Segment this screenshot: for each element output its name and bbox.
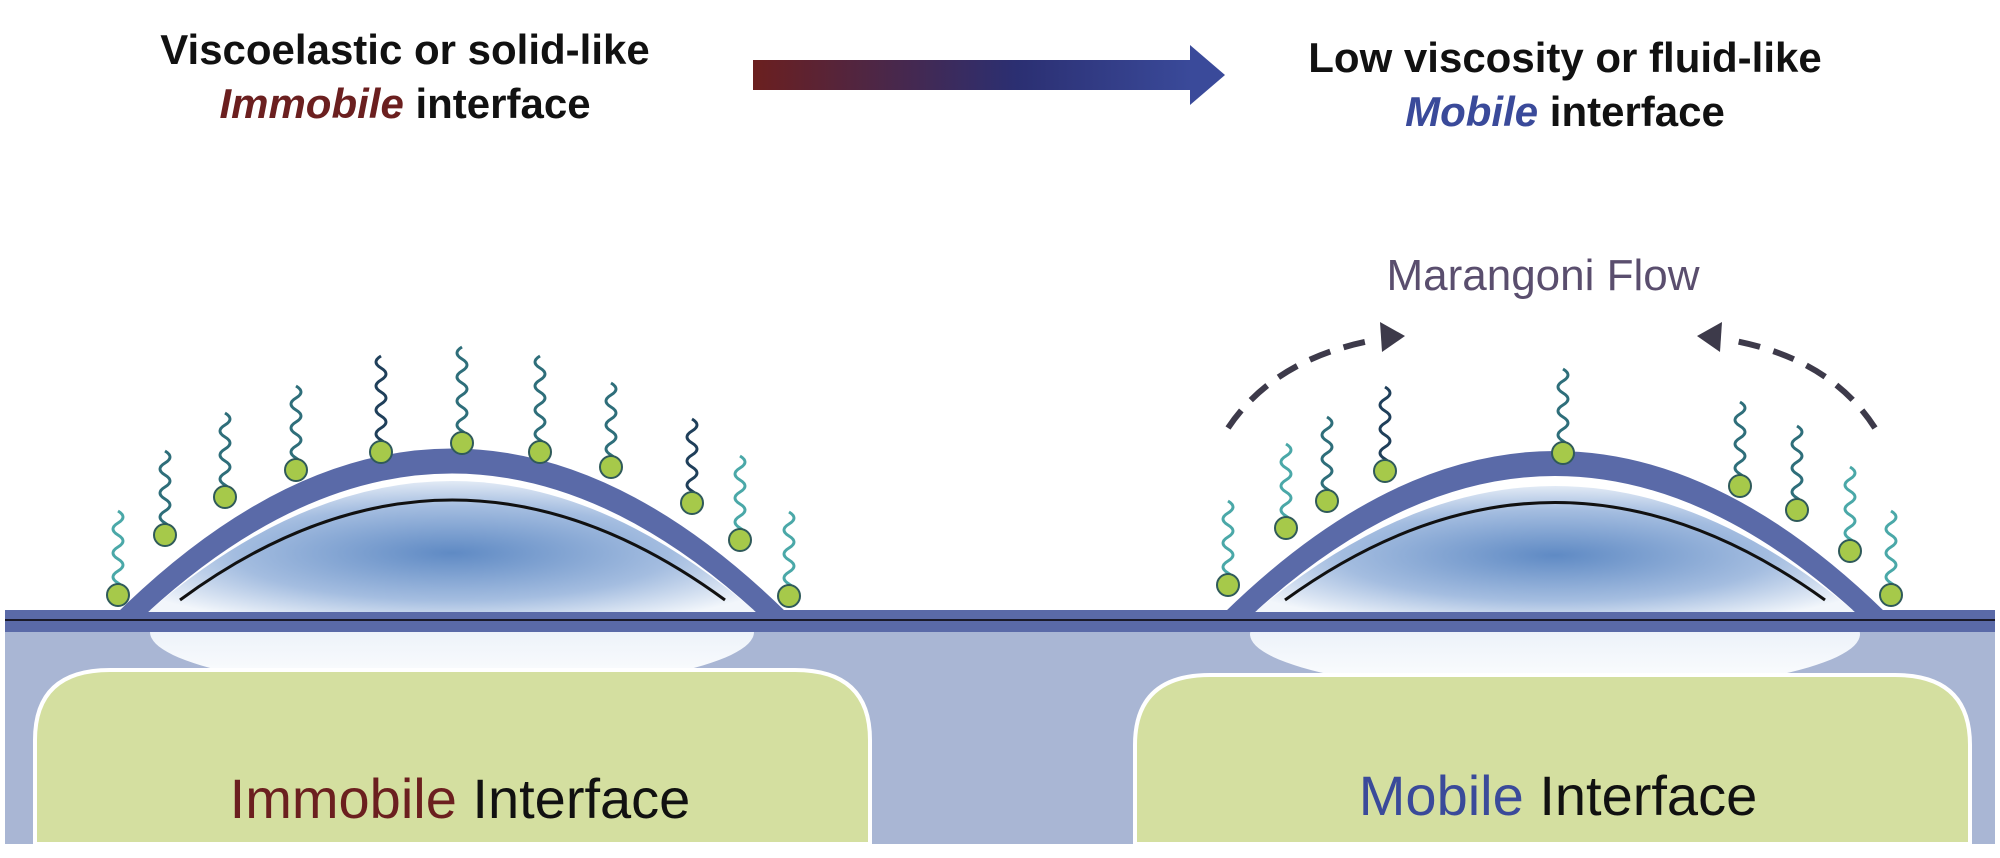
panel-right: [1133, 673, 1972, 846]
dashed-arrow-icon: [1697, 322, 1878, 430]
panel-right-rest: Interface: [1539, 764, 1757, 827]
header-right-line2: Mobile interface: [1405, 88, 1725, 135]
marangoni-flow-label: Marangoni Flow: [1386, 251, 1699, 300]
dashed-arrow-icon: [1225, 322, 1405, 430]
surfactant-icon: [1274, 442, 1298, 540]
surfactants-right: [1216, 367, 1903, 607]
surfactant-icon: [153, 449, 177, 547]
arch-inner-line-left: [179, 498, 726, 602]
surfactants-left: [106, 345, 801, 608]
surfactant-icon: [369, 354, 393, 464]
surfactant-icon: [728, 454, 752, 552]
surfactant-icon: [777, 510, 801, 608]
header-left-emph: Immobile: [219, 80, 403, 127]
surfactant-icon: [680, 417, 704, 515]
surfactant-icon: [1785, 424, 1809, 522]
panel-left-emph: Immobile: [230, 767, 457, 830]
arch-film-left: [118, 448, 786, 612]
gradient-arrow-icon: [753, 45, 1225, 105]
header-right-emph: Mobile: [1405, 88, 1538, 135]
surfactant-icon: [1315, 415, 1339, 513]
surfactant-icon: [1879, 509, 1903, 607]
arch-inner-line-right: [1284, 501, 1826, 602]
surfactant-icon: [1838, 465, 1862, 563]
panel-right-emph: Mobile: [1359, 764, 1524, 827]
panel-right-label: Mobile Interface: [1359, 764, 1757, 827]
panel-left: [33, 668, 872, 846]
surfactant-icon: [106, 509, 130, 607]
surfactant-icon: [450, 345, 474, 455]
surfactant-icon: [1728, 400, 1752, 498]
header-right-rest: interface: [1550, 88, 1725, 135]
drop-cap-left: [148, 481, 756, 612]
surfactant-icon: [284, 384, 308, 482]
surfactant-icon: [599, 381, 623, 479]
arch-film-right: [1225, 451, 1885, 612]
panel-left-label: Immobile Interface: [230, 767, 691, 830]
surfactant-icon: [1551, 367, 1575, 465]
header-left-line1: Viscoelastic or solid-like: [160, 26, 649, 73]
surfactant-icon: [213, 411, 237, 509]
surfactant-icon: [528, 354, 552, 464]
panel-left-rest: Interface: [472, 767, 690, 830]
surfactant-icon: [1216, 499, 1240, 597]
drop-cap-right: [1255, 486, 1855, 612]
surfactant-icon: [1373, 385, 1397, 483]
header-left-line2: Immobile interface: [219, 80, 590, 127]
header-right-line1: Low viscosity or fluid-like: [1308, 34, 1821, 81]
header-left-rest: interface: [415, 80, 590, 127]
